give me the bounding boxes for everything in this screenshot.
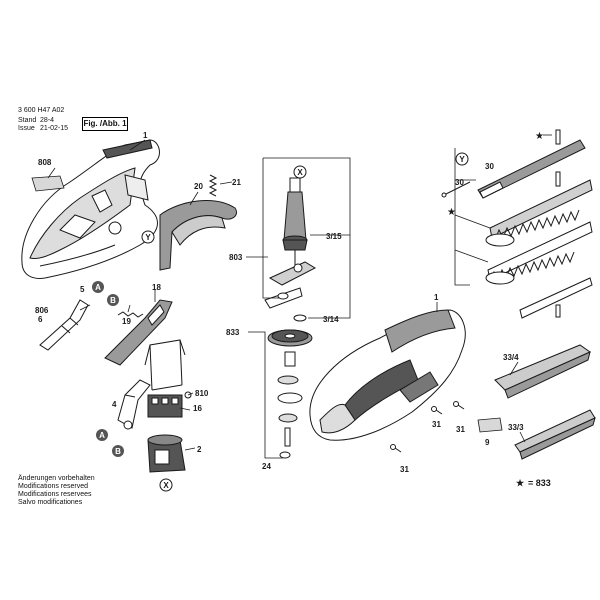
switch-4	[117, 379, 151, 430]
marker-a-top: A	[92, 281, 104, 293]
cable-sleeve-806	[39, 299, 89, 351]
star-markers: ★ ★	[447, 131, 544, 218]
label-4: 4	[112, 400, 117, 409]
terminal-block-16	[147, 394, 183, 418]
shaft-stack	[277, 351, 303, 459]
svg-text:A: A	[95, 283, 101, 292]
svg-text:B: B	[115, 447, 121, 456]
pin-30	[441, 181, 471, 198]
gear-833	[267, 329, 313, 347]
label-16: 16	[193, 404, 202, 413]
legend: ★ = 833	[516, 478, 551, 488]
svg-text:X: X	[297, 168, 303, 177]
marker-x-bottom: X	[159, 478, 173, 492]
note-line: Änderungen vorbehalten	[18, 475, 95, 482]
issue-label: Issue	[18, 125, 35, 132]
screws-31	[390, 401, 465, 453]
svg-text:X: X	[163, 481, 169, 490]
armature-assembly	[282, 177, 308, 265]
right-housing-half	[309, 309, 466, 441]
label-833: 833	[226, 328, 240, 337]
left-housing-half	[21, 139, 160, 279]
label-3-14: 3/14	[323, 315, 339, 324]
label-33-3: 33/3	[508, 423, 524, 432]
label-6: 6	[38, 315, 43, 324]
cutter-blades	[485, 179, 593, 319]
spring-21	[208, 174, 218, 197]
label-808: 808	[38, 158, 52, 167]
label-18: 18	[152, 283, 161, 292]
label-9	[477, 417, 503, 433]
marker-y-left: Y	[141, 230, 155, 244]
blade-rail-30	[477, 139, 586, 199]
lever-18	[104, 299, 173, 366]
modification-notes: Änderungen vorbehalten Modifications res…	[18, 475, 95, 507]
note-line: Modifications reserved	[18, 483, 89, 490]
label-31-a: 31	[432, 420, 441, 429]
doc-number: 3 600 H47 A02	[18, 107, 65, 114]
svg-text:Y: Y	[145, 233, 151, 242]
svg-text:B: B	[110, 296, 116, 305]
label-31-c: 31	[400, 465, 409, 474]
label-2: 2	[197, 445, 202, 454]
marker-a-bottom: A	[96, 429, 108, 441]
legend-star-icon: ★	[516, 478, 525, 488]
switch-bracket	[144, 339, 186, 391]
guard-rail-33-4	[494, 344, 592, 399]
legend-text: = 833	[528, 478, 551, 488]
label-810: 810	[195, 389, 209, 398]
label-31-b: 31	[456, 425, 465, 434]
label-33-4: 33/4	[503, 353, 519, 362]
label-30-b: 30	[455, 178, 464, 187]
label-1-left: 1	[143, 131, 148, 140]
label-24: 24	[262, 462, 271, 471]
marker-y-right: Y	[455, 152, 469, 166]
washers-3-14	[277, 292, 307, 322]
label-plate-808	[31, 175, 65, 192]
note-line: Salvo modificationes	[18, 499, 83, 506]
label-5: 5	[80, 285, 85, 294]
pins-right	[555, 129, 561, 318]
stand-label: Stand	[18, 117, 37, 124]
issue-date: 21-02-15	[40, 125, 69, 132]
label-3-15: 3/15	[326, 232, 342, 241]
label-9: 9	[485, 438, 490, 447]
label-21: 21	[232, 178, 241, 187]
label-806: 806	[35, 306, 49, 315]
svg-text:Y: Y	[459, 155, 465, 164]
marker-b-bottom: B	[112, 445, 124, 457]
cover-20	[159, 200, 237, 271]
label-803: 803	[229, 253, 243, 262]
field-coil-2	[147, 434, 186, 473]
marker-b-top: B	[107, 294, 119, 306]
guard-rail-33-3	[514, 409, 596, 460]
note-line: Modifications reservees	[18, 491, 92, 498]
spring-19	[117, 311, 144, 318]
label-1-right: 1	[434, 293, 439, 302]
stand-code: 28-4	[40, 117, 55, 124]
marker-x-top: X	[293, 165, 307, 179]
part-labels: 1 808 20 21 806 6 5 19 18 4 810 16 2 803…	[35, 131, 524, 474]
label-19: 19	[122, 317, 131, 326]
leader-lines	[47, 134, 552, 459]
figure-label: Fig. /Abb. 1	[82, 117, 128, 131]
label-20: 20	[194, 182, 203, 191]
label-30-a: 30	[485, 162, 494, 171]
svg-text:A: A	[99, 431, 105, 440]
star-icon: ★	[535, 131, 544, 142]
star-icon: ★	[447, 207, 456, 218]
